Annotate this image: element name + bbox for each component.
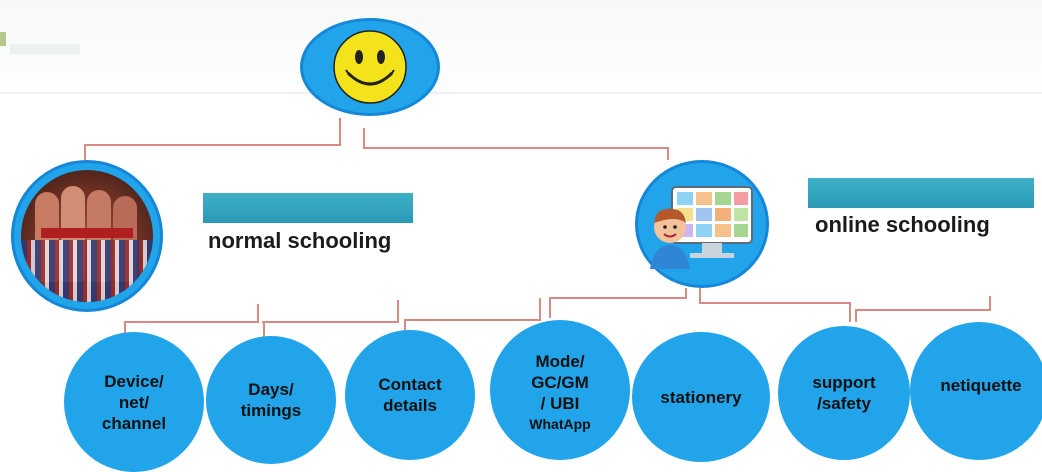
leaf-mode-gc-gm-ubi: Mode/ GC/GM / UBI WhatApp — [490, 320, 630, 460]
online-schooling-bar — [808, 178, 1034, 208]
root-node — [300, 18, 440, 116]
leaf-support-safety: support /safety — [778, 326, 910, 460]
connector-online-leaf7 — [855, 296, 991, 322]
leaf-text: Device/ net/ channel — [101, 371, 167, 433]
connector-lines — [84, 118, 991, 342]
normal-schooling-label: normal schooling — [208, 228, 392, 253]
connector-normal-leaf1 — [124, 304, 259, 340]
online-schooling-label: online schooling — [815, 212, 990, 237]
leaf-text: Mode/ GC/GM / UBI WhatApp — [529, 352, 591, 432]
normal-schooling-bar — [203, 193, 413, 223]
leaf-text: netiquette — [940, 375, 1022, 395]
header-accent — [0, 32, 6, 46]
leaf-text: Contact details — [378, 375, 442, 415]
connector-online-leaf6 — [699, 288, 851, 322]
header-band — [0, 0, 1042, 94]
leaf-stationery: stationery — [632, 332, 770, 462]
leaf-device-net-channel: Device/ net/ channel — [64, 332, 204, 472]
connector-normal-leaf3 — [262, 300, 399, 323]
connector-normal-leaf3b — [404, 298, 541, 332]
leaf-text: stationery — [660, 387, 742, 407]
schoolchildren-photo — [21, 170, 153, 302]
smiley-face-icon — [333, 30, 407, 104]
leaf-netiquette: netiquette — [910, 322, 1042, 460]
video-call-illustration — [650, 186, 753, 269]
connector-online-leaf4 — [549, 288, 687, 318]
connector-root-normal — [84, 118, 341, 168]
leaf-text: Days/ timings — [240, 380, 302, 420]
online-schooling-node — [635, 160, 769, 288]
leaf-text: support /safety — [812, 373, 876, 413]
leaf-days-timings: Days/ timings — [206, 336, 336, 464]
connector-root-online — [363, 128, 669, 160]
leaf-contact-details: Contact details — [345, 330, 475, 460]
header-subbar — [10, 44, 80, 54]
